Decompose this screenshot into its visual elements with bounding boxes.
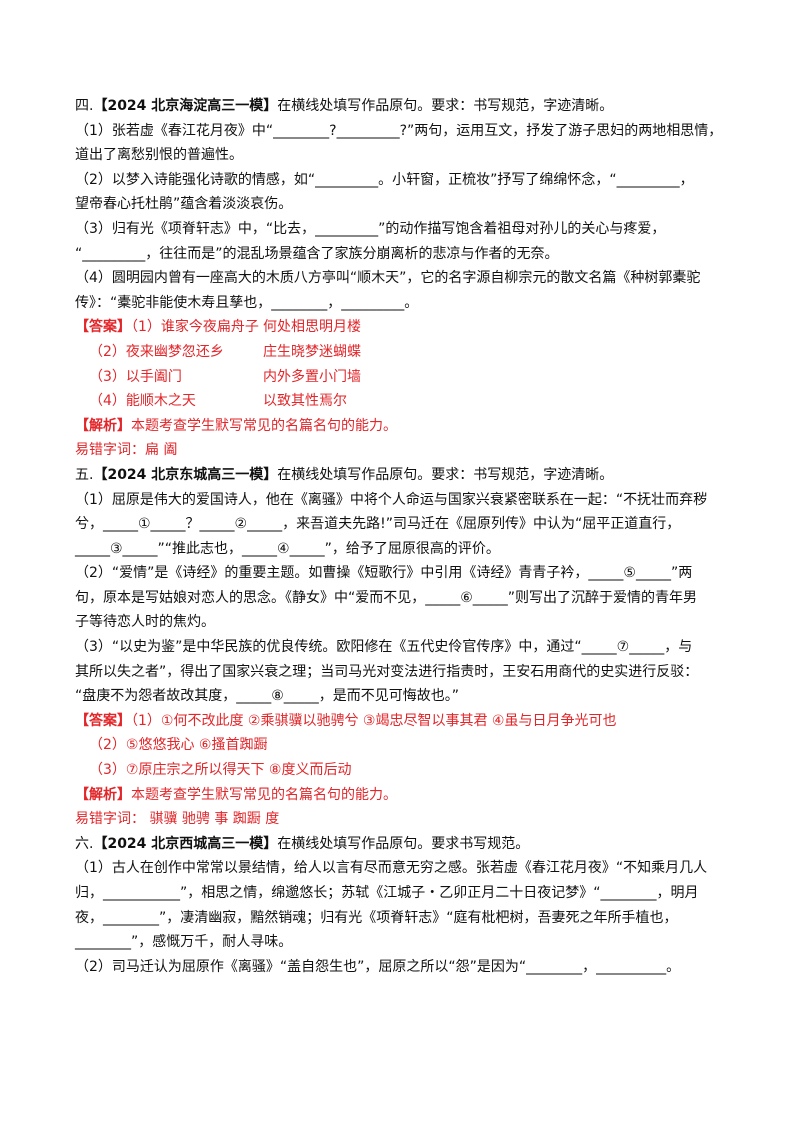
document-page: 四.【2024 北京海淀高三一模】在横线处填写作品原句。要求：书写规范，字迹清晰… [75,96,725,981]
answer-tag: 【答案】 [75,712,131,729]
question-text: （1）张若虚《春江花月夜》中“________?_________?”两句，运用… [75,122,723,139]
question-text: （1）屈原是伟大的爱国诗人，他在《离骚》中将个人命运与国家兴衰紧密联系在一起：“… [75,491,708,508]
question-text: 其所以失之者”，得出了国家兴衰之理；当司马光对变法进行指责时，王安石用商代的史实… [75,663,699,680]
answer-row: （4）能顺木之天 以致其性焉尔 [75,391,725,411]
question-text: 兮，_____①_____？_____②_____，来吾道夫先路!”司马迁在《屈… [75,516,681,533]
question-text: “盘庚不为怨者故改其度，_____⑧_____，是而不见可悔故也。” [75,688,460,705]
question-text: （2）司马迁认为屈原作《离骚》“盖自怨生也”，屈原之所以“怨”是因为“_____… [75,958,681,975]
answer-text: 内外多置小门墙 [263,368,361,385]
answer-row: （3）⑦原庄宗之所以得天下 ⑧度义而后动 [89,762,352,779]
answer-text: （4）能顺木之天 [89,393,196,410]
answer-text: （3）以手阖门 [89,368,182,385]
section-heading: 四.【2024 北京海淀高三一模】在横线处填写作品原句。要求：书写规范，字迹清晰… [75,98,614,114]
question-text: （1）古人在创作中常常以景结情，给人以言有尽而意无穷之感。张若虚《春江花月夜》“… [75,860,708,877]
question-text: _____③_____”“推此志也，_____④_____”，给予了屈原很高的评… [75,540,500,557]
error-prone-words: 易错字词：扁 阖 [75,442,178,459]
question-text: ________”，感慨万千，耐人寻味。 [75,934,293,951]
answer-text: （1）①何不改此度 ②乘骐骥以驰骋兮 ③竭忠尽智以事其君 ④虽与日月争光可也 [131,712,617,729]
answer-text: 庄生晓梦迷蝴蝶 [263,343,361,360]
question-section-6: 六.【2024 北京西城高三一模】在横线处填写作品原句。要求书写规范。 （1）古… [75,834,725,977]
question-section-5: 五.【2024 北京东城高三一模】在横线处填写作品原句。要求：书写规范，字迹清晰… [75,465,725,829]
question-text: （3）“以史为鉴”是中华民族的优良传统。欧阳修在《五代史伶官传序》中，通过“__… [75,639,693,656]
answer-text: 以致其性焉尔 [263,393,347,410]
error-prone-words: 易错字词： 骐骥 驰骋 事 踟蹰 度 [75,811,280,828]
question-section-4: 四.【2024 北京海淀高三一模】在横线处填写作品原句。要求：书写规范，字迹清晰… [75,96,725,460]
analysis-line: 【解析】本题考查学生默写常见的名篇名句的能力。 [75,417,397,434]
answer-row: 【答案】（1）①何不改此度 ②乘骐骥以驰骋兮 ③竭忠尽智以事其君 ④虽与日月争光… [75,711,725,731]
answer-row: （3）以手阖门 内外多置小门墙 [75,367,725,387]
analysis-line: 【解析】本题考查学生默写常见的名篇名句的能力。 [75,786,397,803]
question-text: 夜，________”，凄清幽寂，黯然销魂；归有光《项脊轩志》“庭有枇杷树，吾妻… [75,909,678,926]
question-text: “_________，往往而是”的混乱场景蕴含了家族分崩离析的悲凉与作者的无奈。 [75,245,559,262]
answer-text: （2）夜来幽梦忽还乡 [89,343,224,360]
answer-tag: 【答案】 [75,319,131,336]
question-text: （3）归有光《项脊轩志》中，“比去，_________”的动作描写饱含着祖母对孙… [75,220,666,237]
question-text: 归，___________”，相思之情，绵邈悠长；苏轼《江城子・乙卯正月二十日夜… [75,885,699,901]
section-heading: 六.【2024 北京西城高三一模】在横线处填写作品原句。要求书写规范。 [75,835,530,852]
answer-row: （2）⑤悠悠我心 ⑥搔首踟蹰 [89,737,268,754]
question-text: 道出了离愁别恨的普遍性。 [75,147,243,164]
answer-row: 【答案】（1）谁家今夜扁舟子 何处相思明月楼 [75,317,725,337]
question-text: （4）圆明园内曾有一座高大的木质八方亭叫“顺木天”，它的名字源自柳宗元的散文名篇… [75,270,701,287]
question-text: 望帝春心托杜鹃”蕴含着淡淡哀伤。 [75,196,293,213]
question-text: （2）以梦入诗能强化诗歌的情感，如“_________。小轩窗，正梳妆”抒写了绵… [75,171,694,188]
question-text: （2）“爱情”是《诗经》的重要主题。如曹操《短歌行》中引用《诗经》青青子衿，__… [75,565,693,582]
question-text: 传》：“橐驼非能使木寿且孳也，________，_________。 [75,294,419,311]
question-text: 子等待恋人时的焦灼。 [75,614,215,631]
question-text: 句，原本是写姑娘对恋人的思念。《静女》中“爱而不见，_____⑥_____”则写… [75,589,698,606]
answer-text: （1）谁家今夜扁舟子 [131,319,259,336]
answer-text: 何处相思明月楼 [263,319,361,336]
answer-row: （2）夜来幽梦忽还乡 庄生晓梦迷蝴蝶 [75,342,725,362]
section-heading: 五.【2024 北京东城高三一模】在横线处填写作品原句。要求：书写规范，字迹清晰… [75,466,614,483]
